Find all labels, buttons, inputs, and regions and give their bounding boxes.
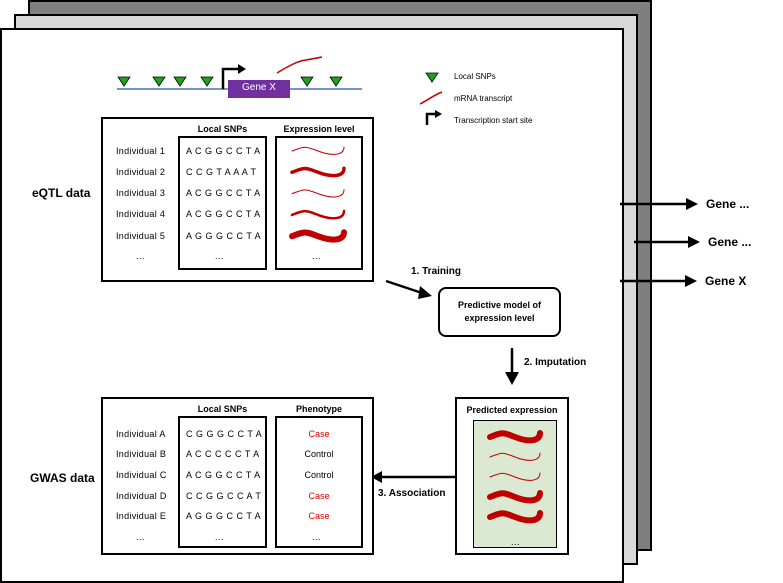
gwas-snp-seq: A G G G C C T A [186, 511, 262, 521]
legend-tss-icon [425, 112, 437, 125]
gwas-phenotype: Case [308, 511, 330, 521]
training-arrow-head [418, 286, 432, 299]
predicted-more: ... [511, 537, 521, 547]
expression-wave [290, 166, 346, 178]
legend-snp-label: Local SNPs [454, 72, 496, 81]
predicted-header: Predicted expression [466, 405, 558, 415]
eqtl-expr-header: Expression level [283, 124, 355, 134]
snp-marker [200, 76, 214, 87]
gene-label: Gene X [242, 82, 276, 93]
output-gene-label: Gene ... [706, 197, 750, 211]
association-arrow-left [371, 471, 382, 483]
expression-wave [291, 189, 345, 198]
gwas-snp-column [178, 416, 267, 548]
gwas-snp-header: Local SNPs [197, 404, 248, 414]
output-gene-label: Gene ... [708, 235, 752, 249]
eqtl-snp-header: Local SNPs [197, 124, 248, 134]
legend-mrna-label: mRNA transcript [454, 94, 513, 103]
gwas-snp-seq: C C G G C C A T [186, 491, 262, 501]
eqtl-snp-seq: A G G G C C T A [186, 231, 262, 241]
eqtl-individual: Individual 3 [116, 188, 166, 198]
training-label: 1. Training [411, 266, 462, 277]
output-arrow-head [686, 198, 698, 210]
model-line2: expression level [464, 313, 535, 323]
gwas-individual: Individual A [116, 429, 166, 439]
gwas-snp-more: ... [215, 532, 225, 542]
association-label: 3. Association [378, 488, 446, 499]
imputation-arrow-head [505, 372, 519, 385]
predictive-model-box [438, 287, 561, 337]
predicted-expression-panel [473, 420, 557, 548]
model-line1: Predictive model of [457, 300, 542, 310]
output-gene-label: Gene X [705, 274, 747, 288]
tss-arrow-icon [221, 67, 240, 89]
gwas-section-label: GWAS data [30, 471, 95, 485]
eqtl-snp-seq: A C G G C C T A [186, 146, 261, 156]
expression-wave [487, 430, 543, 444]
eqtl-snp-column [178, 136, 267, 270]
gwas-individual: Individual E [116, 511, 167, 521]
snp-marker [329, 76, 343, 87]
tss-arrow-head [238, 64, 246, 74]
expression-wave [487, 490, 543, 504]
snp-marker [152, 76, 166, 87]
gwas-pheno-header: Phenotype [295, 404, 342, 414]
mrna-icon [276, 56, 323, 74]
snp-marker [173, 76, 187, 87]
snp-marker [300, 76, 314, 87]
eqtl-snp-seq: C C G T A A A T [186, 167, 257, 177]
gwas-individual: Individual C [116, 470, 167, 480]
gwas-more: ... [136, 532, 146, 542]
gene-box [228, 80, 290, 98]
output-arrow-head [685, 275, 697, 287]
eqtl-individual: Individual 4 [116, 209, 166, 219]
eqtl-individual: Individual 1 [116, 146, 166, 156]
gwas-phenotype: Case [308, 429, 330, 439]
expression-wave [489, 472, 541, 481]
gwas-phenotype: Control [304, 449, 334, 459]
legend-tss-head [435, 110, 442, 118]
eqtl-section-label: eQTL data [32, 186, 91, 200]
eqtl-snp-more: ... [215, 251, 225, 261]
eqtl-snp-seq: A C G G C C T A [186, 209, 261, 219]
gwas-pheno-column [275, 416, 363, 548]
gwas-snp-seq: A C C C C C T A [186, 449, 260, 459]
gwas-individual: Individual B [116, 449, 167, 459]
legend-mrna-icon [419, 91, 443, 105]
training-arrow [385, 279, 423, 295]
eqtl-more: ... [136, 251, 146, 261]
snp-marker [117, 76, 131, 87]
gwas-phenotype: Control [304, 470, 334, 480]
eqtl-snp-seq: A C G G C C T A [186, 188, 261, 198]
expression-wave [289, 229, 347, 243]
expression-wave [291, 146, 345, 155]
expression-wave [487, 510, 543, 524]
legend-tss-label: Transcription start site [454, 116, 533, 125]
legend-snp-icon [425, 72, 439, 83]
gwas-snp-seq: C G G G C C T A [186, 429, 263, 439]
imputation-label: 2. Imputation [524, 357, 587, 368]
gwas-phenotype: Case [308, 491, 330, 501]
gwas-snp-seq: A C G G C C T A [186, 470, 261, 480]
expression-wave [290, 209, 346, 220]
expression-wave [489, 452, 541, 461]
eqtl-expr-more: ... [312, 251, 322, 261]
eqtl-expr-column [275, 136, 363, 270]
gwas-individual: Individual D [116, 491, 167, 501]
eqtl-individual: Individual 5 [116, 231, 166, 241]
eqtl-individual: Individual 2 [116, 167, 166, 177]
gwas-pheno-more: ... [312, 532, 322, 542]
output-arrow-head [688, 236, 700, 248]
